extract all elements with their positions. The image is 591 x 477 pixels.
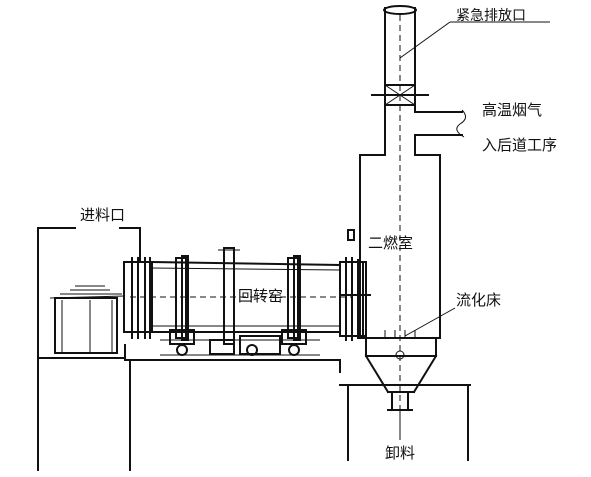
label-fluidized-bed: 流化床 [456, 291, 501, 309]
emergency-stack [371, 5, 550, 420]
label-secondary-chamber: 二燃室 [368, 234, 413, 252]
hot-gas-outlet [359, 104, 466, 156]
rotary-kiln [123, 247, 371, 373]
secondary-chamber [347, 154, 456, 339]
label-hot-gas-line1: 高温烟气 [482, 101, 542, 119]
label-discharge: 卸料 [385, 444, 415, 462]
feed-platform [37, 227, 341, 471]
label-hot-gas-line2: 入后道工序 [482, 136, 557, 154]
label-feed-inlet: 进料口 [80, 206, 125, 224]
label-rotary-kiln: 回转窑 [238, 287, 283, 305]
fluidized-bed [339, 337, 471, 461]
label-emergency-exhaust: 紧急排放口 [456, 8, 526, 24]
